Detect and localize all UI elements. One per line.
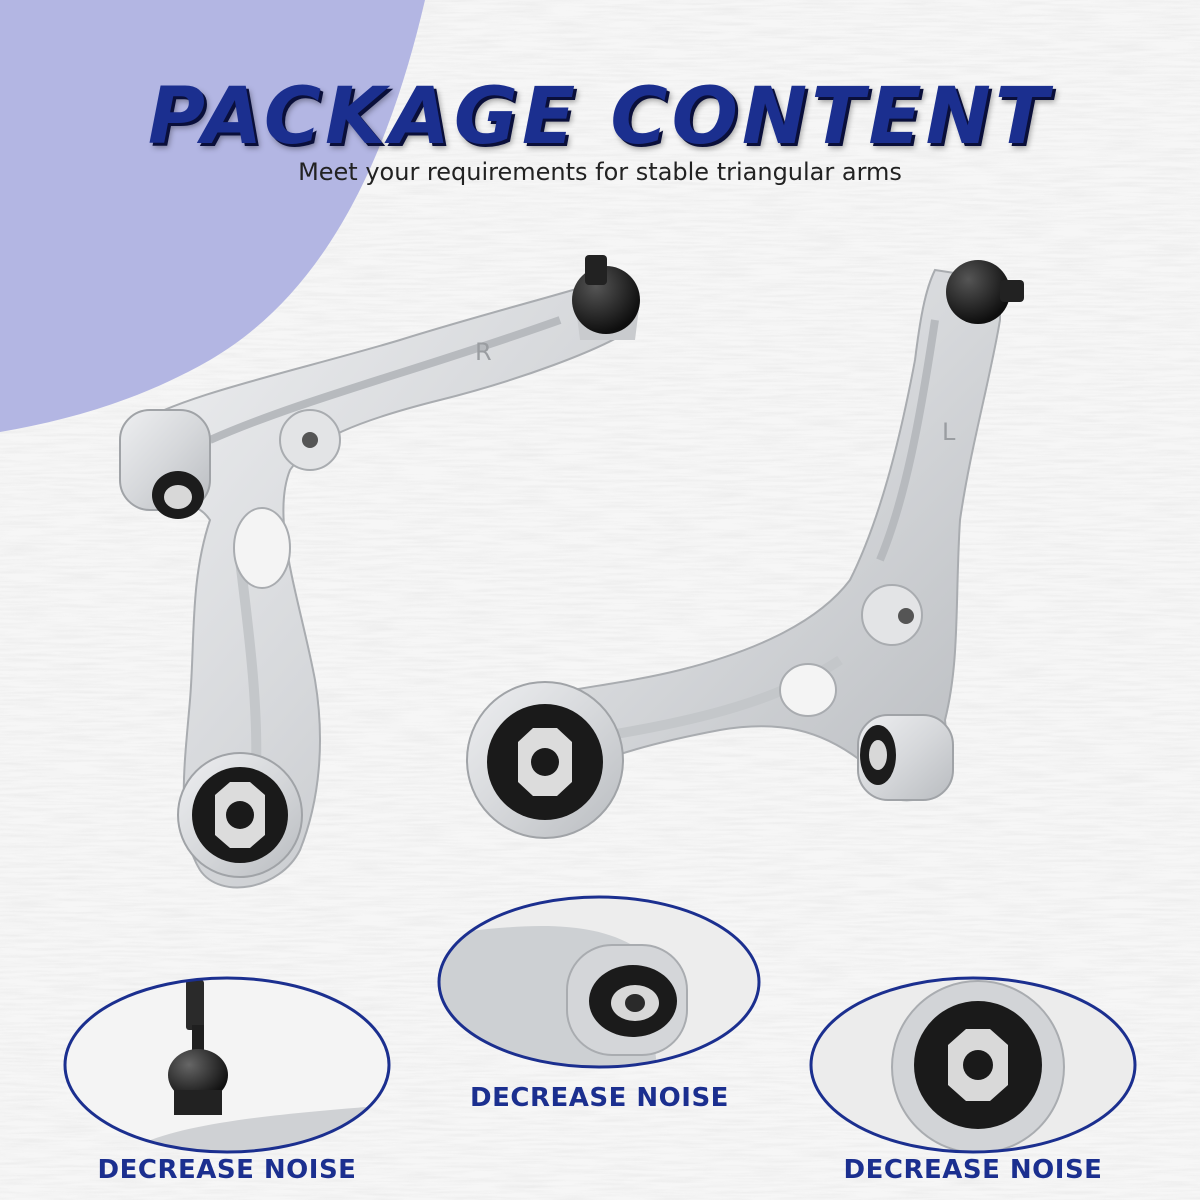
left-arm-mark: L (942, 418, 956, 446)
detail-ellipse-rear-bushing (437, 895, 761, 1069)
detail-label-3: DECREASE NOISE (843, 1155, 1103, 1185)
left-control-arm: L (466, 260, 1024, 839)
ball-joint-icon (168, 980, 228, 1115)
detail-label-2: DECREASE NOISE (470, 1083, 729, 1113)
detail-label-1: DECREASE NOISE (97, 1155, 357, 1185)
detail-ellipse-ball-joint (63, 976, 391, 1154)
right-arm-mark: R (475, 338, 492, 366)
rear-bushing-icon (589, 965, 677, 1037)
detail-ellipse-front-bushing (809, 976, 1137, 1154)
front-bushing-icon (914, 1001, 1042, 1129)
page-subtitle: Meet your requirements for stable triang… (298, 158, 902, 186)
page-title: PACKAGE CONTENT (147, 72, 1053, 162)
right-control-arm: R (119, 255, 640, 889)
